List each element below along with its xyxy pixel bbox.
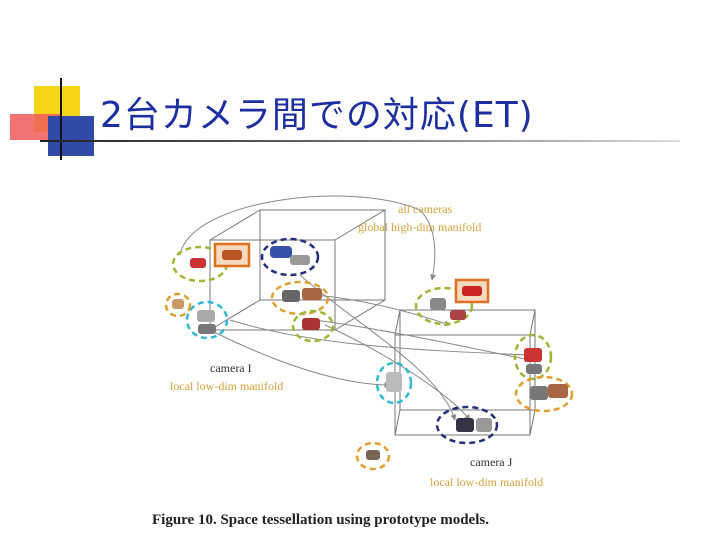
arrow-global-manifold [179,195,437,281]
cluster-navy-j [435,405,499,445]
title-underline [40,140,680,142]
space-tessellation-diagram: all cameras global high-dim manifold loc… [164,195,574,489]
title-accent-blue-square [48,116,94,156]
cluster-orange-i-small [164,292,192,318]
cluster-cyan-i [185,300,229,340]
label-local-manifold-i: local low-dim manifold [170,379,283,393]
cluster-orange-j-small [355,441,391,471]
prototype-boxes [213,242,490,304]
label-camera-i: camera I [210,361,252,375]
figure-caption: Figure 10. Space tessellation using prot… [152,512,489,528]
prototype-clusters [164,237,574,471]
cluster-cyan-j [375,361,413,405]
title-accent-vertical-line [60,78,62,160]
cluster-navy-i [260,237,320,277]
cluster-green-j-1 [414,286,474,326]
cluster-green-i-2 [291,309,335,343]
label-global-manifold: global high-dim manifold [358,220,481,234]
label-local-manifold-j: local low-dim manifold [430,475,543,489]
label-camera-j: camera J [470,455,513,469]
label-all-cameras: all cameras [398,202,453,216]
cluster-orange-j [514,375,574,413]
slide-title: 2台カメラ間での対応(ET) [100,95,534,136]
cluster-orange-i [270,280,330,316]
car-thumbnails [172,246,568,460]
cluster-green-j-2 [513,333,553,381]
camera-j-cube [394,309,536,436]
